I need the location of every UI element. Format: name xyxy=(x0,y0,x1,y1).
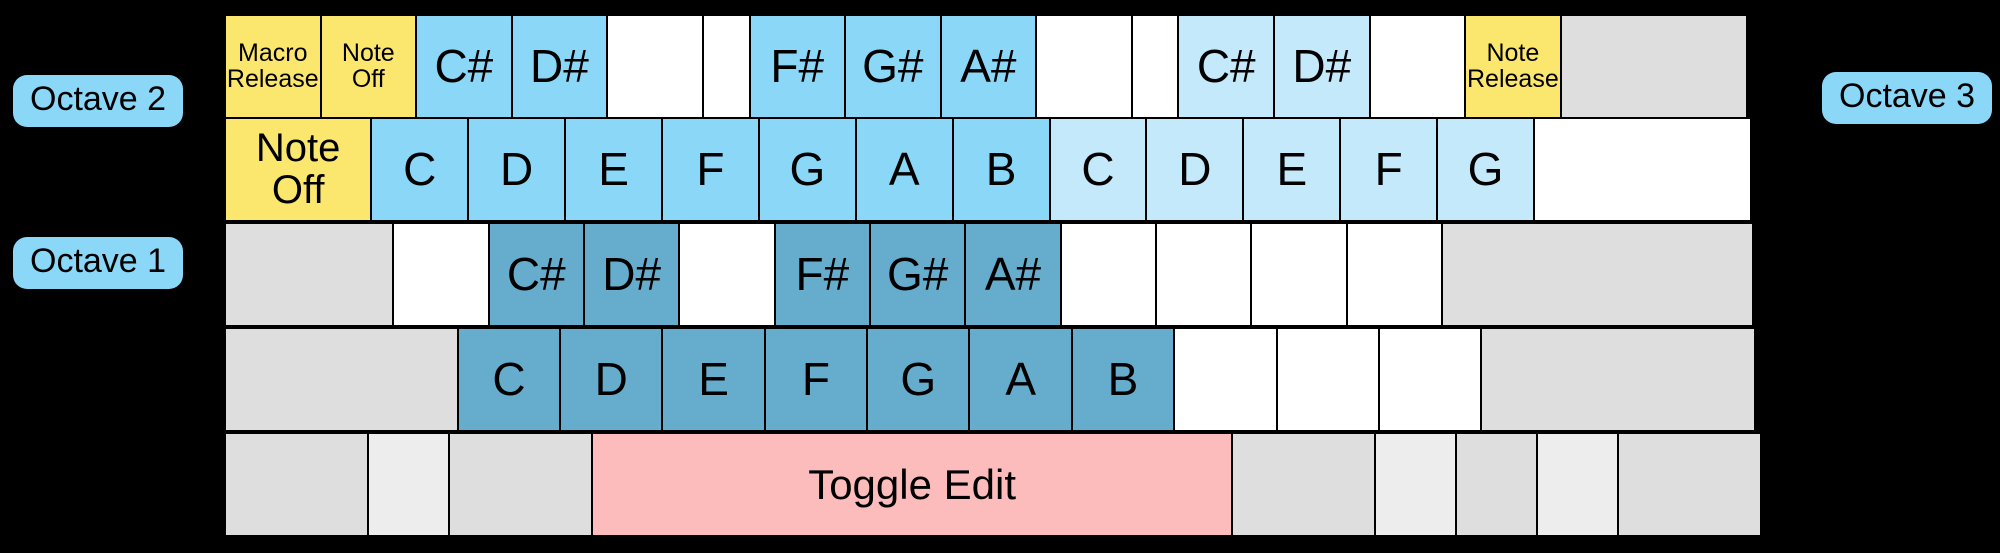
key-c[interactable]: C xyxy=(456,327,562,432)
key-f[interactable]: F xyxy=(1339,117,1439,222)
row-bottom: Toggle Edit xyxy=(224,432,1778,539)
key-blank[interactable] xyxy=(367,432,450,537)
key-g[interactable]: G xyxy=(757,117,857,222)
key-blank[interactable] xyxy=(1533,117,1752,222)
key-blank[interactable] xyxy=(1250,222,1348,327)
key-e[interactable]: E xyxy=(564,117,663,222)
key-d[interactable]: D xyxy=(559,327,664,432)
key-blank[interactable] xyxy=(1275,327,1380,432)
key-blank[interactable] xyxy=(1130,14,1180,119)
key-blank[interactable] xyxy=(1368,14,1467,119)
key-fsharp[interactable]: F# xyxy=(773,222,871,327)
key-blank[interactable] xyxy=(1374,432,1458,537)
key-blank[interactable] xyxy=(678,222,776,327)
key-dsharp[interactable]: D# xyxy=(1273,14,1371,119)
key-dsharp[interactable]: D# xyxy=(583,222,681,327)
key-blank[interactable] xyxy=(1345,222,1443,327)
octave-label-2: Octave 2 xyxy=(13,75,184,127)
key-e[interactable]: E xyxy=(1242,117,1342,222)
key-asharp[interactable]: A# xyxy=(939,14,1038,119)
key-blank[interactable] xyxy=(224,222,395,327)
key-blank[interactable] xyxy=(392,222,490,327)
key-blank[interactable] xyxy=(1559,14,1748,119)
key-g[interactable]: G xyxy=(1436,117,1536,222)
key-blank[interactable] xyxy=(701,14,751,119)
key-gsharp[interactable]: G# xyxy=(868,222,967,327)
key-f[interactable]: F xyxy=(763,327,869,432)
key-a[interactable]: A xyxy=(968,327,1073,432)
key-blank[interactable] xyxy=(1377,327,1483,432)
key-dsharp[interactable]: D# xyxy=(510,14,609,119)
octave-label-1: Octave 1 xyxy=(13,237,184,289)
key-blank[interactable] xyxy=(1480,327,1756,432)
key-blank[interactable] xyxy=(1059,222,1157,327)
key-blank[interactable] xyxy=(1173,327,1278,432)
key-b[interactable]: B xyxy=(1070,327,1176,432)
key-blank[interactable] xyxy=(606,14,704,119)
key-d[interactable]: D xyxy=(467,117,567,222)
key-e[interactable]: E xyxy=(661,327,766,432)
key-macro-release[interactable]: Macro Release xyxy=(224,14,322,119)
key-c[interactable]: C xyxy=(1048,117,1148,222)
key-csharp[interactable]: C# xyxy=(1177,14,1275,119)
key-blank[interactable] xyxy=(447,432,593,537)
key-a[interactable]: A xyxy=(854,117,954,222)
key-d[interactable]: D xyxy=(1145,117,1245,222)
key-blank[interactable] xyxy=(224,432,370,537)
key-csharp[interactable]: C# xyxy=(487,222,585,327)
key-toggle-edit[interactable]: Toggle Edit xyxy=(590,432,1234,537)
key-f[interactable]: F xyxy=(661,117,760,222)
key-blank[interactable] xyxy=(224,327,459,432)
key-blank[interactable] xyxy=(1616,432,1762,537)
key-blank[interactable] xyxy=(1035,14,1133,119)
octave-label-3: Octave 3 xyxy=(1822,72,1993,124)
key-note-release[interactable]: Note Release xyxy=(1464,14,1562,119)
row-asdf-upper: C#D# F#G#A# xyxy=(224,222,1778,329)
key-blank[interactable] xyxy=(1455,432,1539,537)
key-blank[interactable] xyxy=(1231,432,1377,537)
key-fsharp[interactable]: F# xyxy=(748,14,847,119)
key-b[interactable]: B xyxy=(951,117,1051,222)
key-note-off[interactable]: Note Off xyxy=(224,117,373,222)
key-note-off[interactable]: Note Off xyxy=(319,14,418,119)
key-gsharp[interactable]: G# xyxy=(844,14,942,119)
key-blank[interactable] xyxy=(1440,222,1754,327)
key-asharp[interactable]: A# xyxy=(964,222,1062,327)
key-blank[interactable] xyxy=(1154,222,1253,327)
key-csharp[interactable]: C# xyxy=(415,14,513,119)
key-g[interactable]: G xyxy=(866,327,971,432)
key-blank[interactable] xyxy=(1536,432,1619,537)
key-c[interactable]: C xyxy=(370,117,470,222)
